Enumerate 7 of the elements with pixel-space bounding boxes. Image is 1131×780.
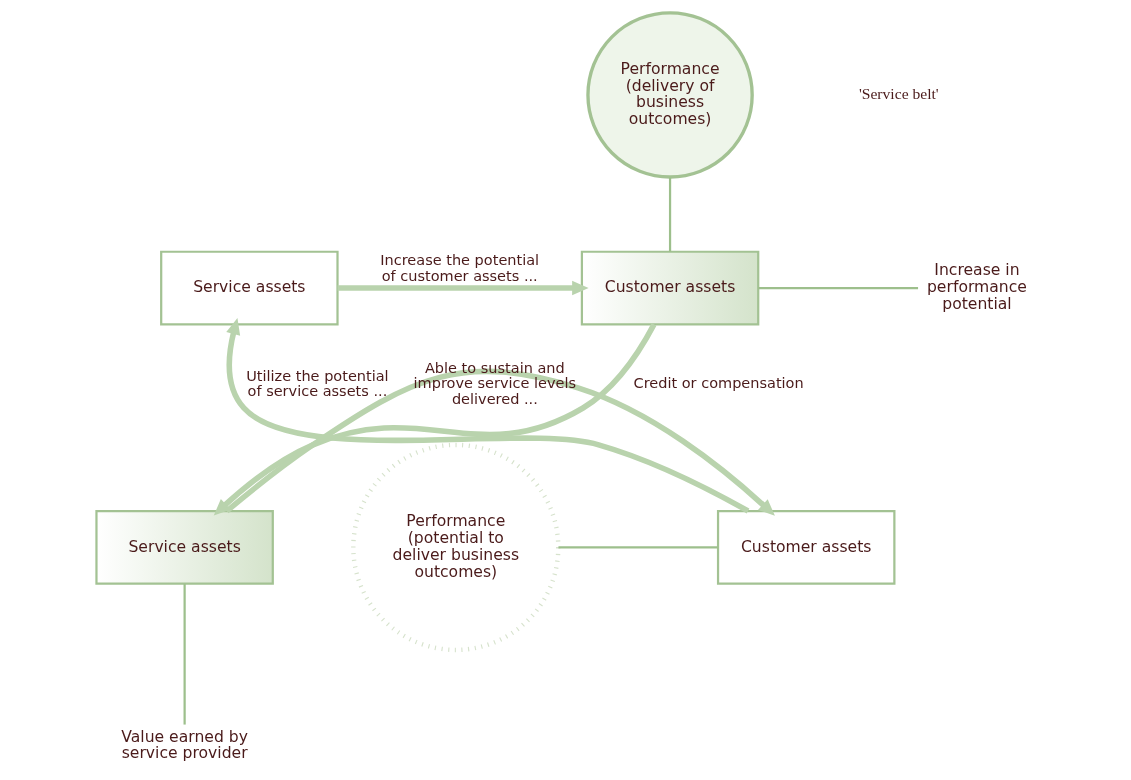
edge-label: Credit or compensation <box>633 375 804 392</box>
edge-label: Increase the potential of customer assets ... <box>379 252 539 284</box>
label: 'Service belt' <box>858 85 939 103</box>
node-text: Increase in performance potential <box>926 261 1027 313</box>
node-text: Value earned by service provider <box>120 727 248 763</box>
edge-label: Able to sustain and improve service levels delivered ... <box>413 359 576 407</box>
edge-label: Utilize the potential of service assets ... <box>245 367 389 400</box>
